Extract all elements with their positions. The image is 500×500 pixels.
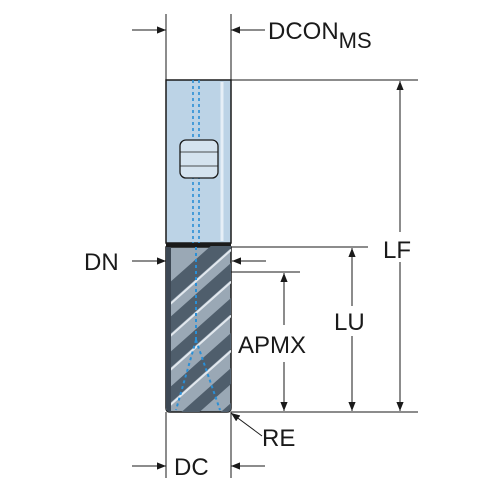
helix-edge (166, 307, 231, 389)
dcon-main-text: DCON (268, 18, 339, 45)
dim-lu: LU (231, 246, 368, 411)
dim-dn: DN (84, 249, 266, 276)
dim-lf: LF (231, 79, 418, 413)
dn-label: DN (84, 249, 119, 276)
coolant-branch-right (195, 339, 221, 411)
helix-flute (166, 360, 231, 412)
dcon-subscript-text: MS (339, 28, 372, 53)
re-label: RE (262, 425, 295, 452)
helix-flute (166, 246, 231, 320)
flute-outer-left (166, 247, 171, 412)
apmx-label: APMX (238, 332, 306, 359)
dim-re: RE (230, 412, 295, 452)
coolant-branch-left (175, 339, 197, 411)
helix-flute (166, 325, 231, 412)
lu-label: LU (334, 309, 365, 336)
dim-dc: DC (132, 412, 265, 481)
dim-dcon-ms: DCONMS (132, 14, 372, 80)
helix-edge (166, 342, 231, 412)
neck-band (166, 243, 231, 247)
lf-label: LF (383, 237, 411, 264)
dcon-ms-label: DCONMS (268, 18, 372, 53)
leader-line (230, 412, 263, 437)
shank-flat (179, 139, 219, 179)
dim-apmx: APMX (231, 271, 306, 411)
fluted-cutting-part (165, 246, 232, 413)
helix-edge (166, 246, 231, 323)
tool-shank (165, 79, 232, 247)
dc-label: DC (174, 454, 209, 481)
